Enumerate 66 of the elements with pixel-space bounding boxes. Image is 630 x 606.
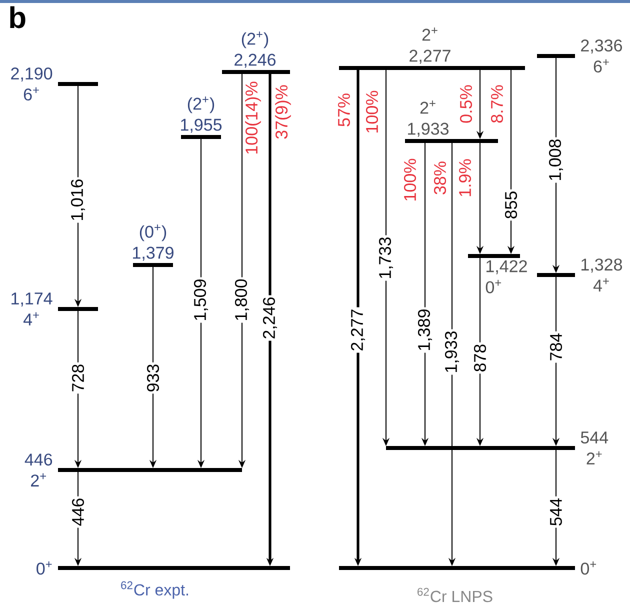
energy-level: (2$^{+}$) 1,955: [181, 96, 222, 139]
energy-level: 2,336 6$^{+}$: [537, 39, 622, 73]
node-label: 2,190: [11, 67, 52, 82]
energy-level: 0$^{+}$: [339, 561, 596, 575]
node-label: 1,933: [408, 122, 449, 137]
edge-label: 1,016: [69, 177, 87, 223]
edge-label: 544: [548, 496, 564, 528]
edge-label: 2,246: [261, 295, 279, 341]
edge-label: 2,277: [349, 307, 367, 353]
edge-label: 1,008: [547, 137, 565, 183]
node-label: 1,174: [12, 292, 52, 307]
node-label: 0$^{+}$: [580, 561, 596, 575]
node-label: 2,336: [581, 39, 622, 54]
node-label: (2$^{+}$): [242, 31, 268, 48]
edge-label: 1,733: [377, 235, 395, 281]
energy-level: 1,328 4$^{+}$: [537, 258, 622, 292]
node-label: 4$^{+}$: [593, 278, 609, 292]
branching-ratio: 0.5%: [460, 85, 472, 123]
energy-level: 1,422 0$^{+}$: [468, 254, 527, 294]
branching-ratio: 100%: [404, 158, 416, 200]
energy-level: 2,190 6$^{+}$: [11, 67, 98, 101]
node-label: 1,379: [133, 246, 174, 261]
energy-level: 0$^{+}$: [36, 561, 290, 575]
branching-ratio: 57%: [338, 94, 350, 126]
energy-level: 1,174 4$^{+}$: [12, 292, 98, 326]
node-label: 2$^{+}$: [31, 473, 46, 486]
node-label: 6$^{+}$: [24, 87, 39, 101]
node-label: 4$^{+}$: [23, 312, 39, 326]
edge-label: 1,389: [416, 307, 434, 353]
branching-ratio: 38%: [434, 162, 446, 194]
node-label: 1,955: [181, 118, 222, 133]
node-label: 2,246: [234, 54, 276, 68]
node-label: 2,277: [410, 50, 450, 64]
edge-label: 1,800: [233, 277, 251, 323]
energy-level: 2$^{+}$ 2,277: [339, 28, 525, 70]
energy-level: (0$^{+}$) 1,379: [133, 224, 174, 267]
node-label: 6$^{+}$: [594, 59, 609, 73]
energy-level: (2$^{+}$) 2,246: [222, 32, 290, 74]
edge-label: 1,509: [192, 277, 210, 323]
edge-label: 855: [503, 189, 519, 221]
edge-label: 728: [70, 362, 86, 394]
panel-caption: $^{62}$Cr LNPS: [418, 588, 492, 602]
node-label: 446: [24, 454, 52, 466]
node-label: (0$^{+}$): [140, 224, 166, 242]
edge-label: 933: [145, 362, 161, 394]
energy-level: 446 2$^{+}$: [24, 454, 242, 486]
energy-level: 544 2$^{+}$: [386, 432, 608, 464]
node-label: 2$^{+}$: [586, 451, 602, 464]
node-label: 2$^{+}$: [420, 100, 436, 114]
node-label: 544: [580, 432, 608, 444]
branching-ratio: 1.9%: [458, 159, 472, 196]
branching-ratio: 100%: [366, 90, 378, 132]
node-label: 1,328: [582, 258, 622, 273]
panel-letter: b: [10, 6, 26, 28]
branching-ratio: 8.7%: [490, 85, 504, 123]
edge-label: 878: [472, 342, 488, 374]
node-label: (2$^{+}$): [188, 96, 214, 114]
node-label: 0$^{+}$: [486, 280, 502, 294]
node-label: 1,422: [486, 260, 527, 274]
node-label: 2$^{+}$: [422, 27, 438, 41]
branching-ratio: 37(9)%: [275, 85, 291, 139]
node-label: 0$^{+}$: [36, 561, 52, 575]
edge-label: 784: [548, 331, 564, 363]
branching-ratio: 100(14)%: [245, 82, 261, 154]
edge-label: 1,933: [443, 329, 461, 375]
edge-label: 446: [70, 496, 86, 528]
